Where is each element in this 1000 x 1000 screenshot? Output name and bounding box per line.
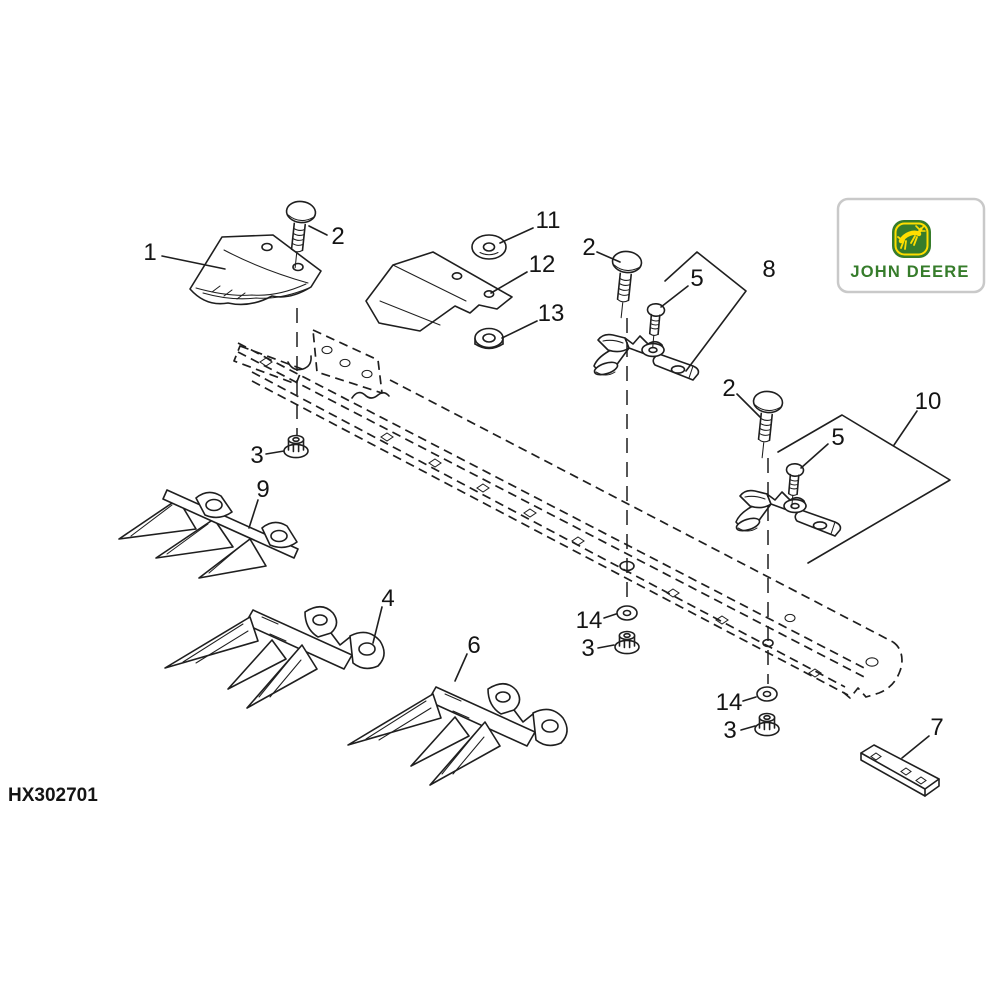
bolt-2-mid bbox=[605, 249, 644, 321]
callout-12: 12 bbox=[529, 251, 556, 278]
callout-14-right: 14 bbox=[716, 689, 743, 716]
leader-3-left bbox=[265, 450, 285, 455]
callout-14-mid: 14 bbox=[576, 607, 603, 634]
bracket-8 bbox=[664, 251, 747, 372]
part-7-wear-plate bbox=[860, 744, 940, 797]
leader-1 bbox=[161, 255, 226, 270]
drawing-number: HX302701 bbox=[8, 785, 98, 806]
part-11-washer bbox=[471, 234, 507, 260]
leader-13 bbox=[501, 320, 538, 339]
part-4-knife-guard bbox=[164, 605, 385, 709]
callout-6: 6 bbox=[467, 632, 480, 659]
leader-10 bbox=[893, 410, 918, 446]
part-13-bushing bbox=[474, 327, 504, 350]
part-9-knife-section bbox=[118, 489, 299, 579]
leader-9 bbox=[248, 499, 259, 529]
callout-8: 8 bbox=[762, 256, 775, 283]
washer-14-right bbox=[756, 686, 778, 702]
callout-10: 10 bbox=[915, 388, 942, 415]
part-10-holddown-clamp bbox=[734, 489, 842, 537]
leader-14-right bbox=[742, 696, 757, 702]
bracket-10 bbox=[777, 414, 951, 564]
cutterbar-phantom bbox=[233, 329, 903, 699]
brand-text: JOHN DEERE bbox=[850, 263, 969, 281]
callout-9: 9 bbox=[256, 476, 269, 503]
callout-2-mid: 2 bbox=[582, 234, 595, 261]
cutterbar-left-tip bbox=[233, 345, 303, 385]
john-deere-logo: JOHN DEERE bbox=[836, 197, 986, 294]
nut-3-right bbox=[754, 712, 780, 737]
assembly-centerlines bbox=[296, 308, 769, 684]
leader-2-mid bbox=[596, 251, 621, 263]
leader-4 bbox=[372, 606, 383, 644]
leader-3-mid bbox=[597, 644, 615, 649]
callout-4: 4 bbox=[381, 585, 394, 612]
washer-14-mid bbox=[616, 605, 638, 621]
callout-11: 11 bbox=[536, 207, 561, 234]
cutterbar-left-plate bbox=[312, 329, 383, 394]
callout-7: 7 bbox=[930, 714, 943, 741]
leader-14-mid bbox=[603, 613, 617, 619]
leader-2-right bbox=[736, 393, 761, 418]
cutterbar-back-rail bbox=[389, 379, 894, 643]
callouts: 1 2 11 12 13 2 5 8 2 5 10 3 9 4 6 14 bbox=[143, 207, 951, 759]
leader-6 bbox=[454, 653, 468, 682]
deer-icon bbox=[897, 225, 926, 250]
leader-5-mid bbox=[660, 285, 689, 308]
leader-3-right bbox=[740, 725, 756, 731]
callout-1: 1 bbox=[143, 239, 156, 266]
bolt-2-right bbox=[746, 389, 785, 461]
cutterbar-right-end bbox=[842, 641, 903, 699]
leader-7 bbox=[901, 735, 930, 759]
nut-3-left bbox=[283, 434, 309, 459]
deer-emblem-ring bbox=[894, 222, 929, 256]
callout-5-right: 5 bbox=[831, 424, 844, 451]
leader-12 bbox=[490, 271, 528, 294]
leader-5-right bbox=[800, 443, 829, 469]
callout-5-mid: 5 bbox=[690, 265, 703, 292]
callout-3-right: 3 bbox=[723, 717, 736, 744]
callout-2-left: 2 bbox=[331, 223, 344, 250]
leader-11 bbox=[499, 227, 534, 244]
nut-3-mid bbox=[614, 630, 640, 655]
part-12-guard-plate bbox=[365, 251, 513, 332]
part-6-knife-guard bbox=[347, 682, 568, 786]
callout-3-left: 3 bbox=[250, 442, 263, 469]
part-8-holddown-clamp bbox=[592, 333, 700, 381]
callout-13: 13 bbox=[538, 300, 565, 327]
leader-2-left bbox=[308, 225, 328, 236]
callout-2-right: 2 bbox=[722, 375, 735, 402]
part-1-keeper-clip bbox=[189, 234, 322, 306]
callout-3-mid: 3 bbox=[581, 635, 594, 662]
